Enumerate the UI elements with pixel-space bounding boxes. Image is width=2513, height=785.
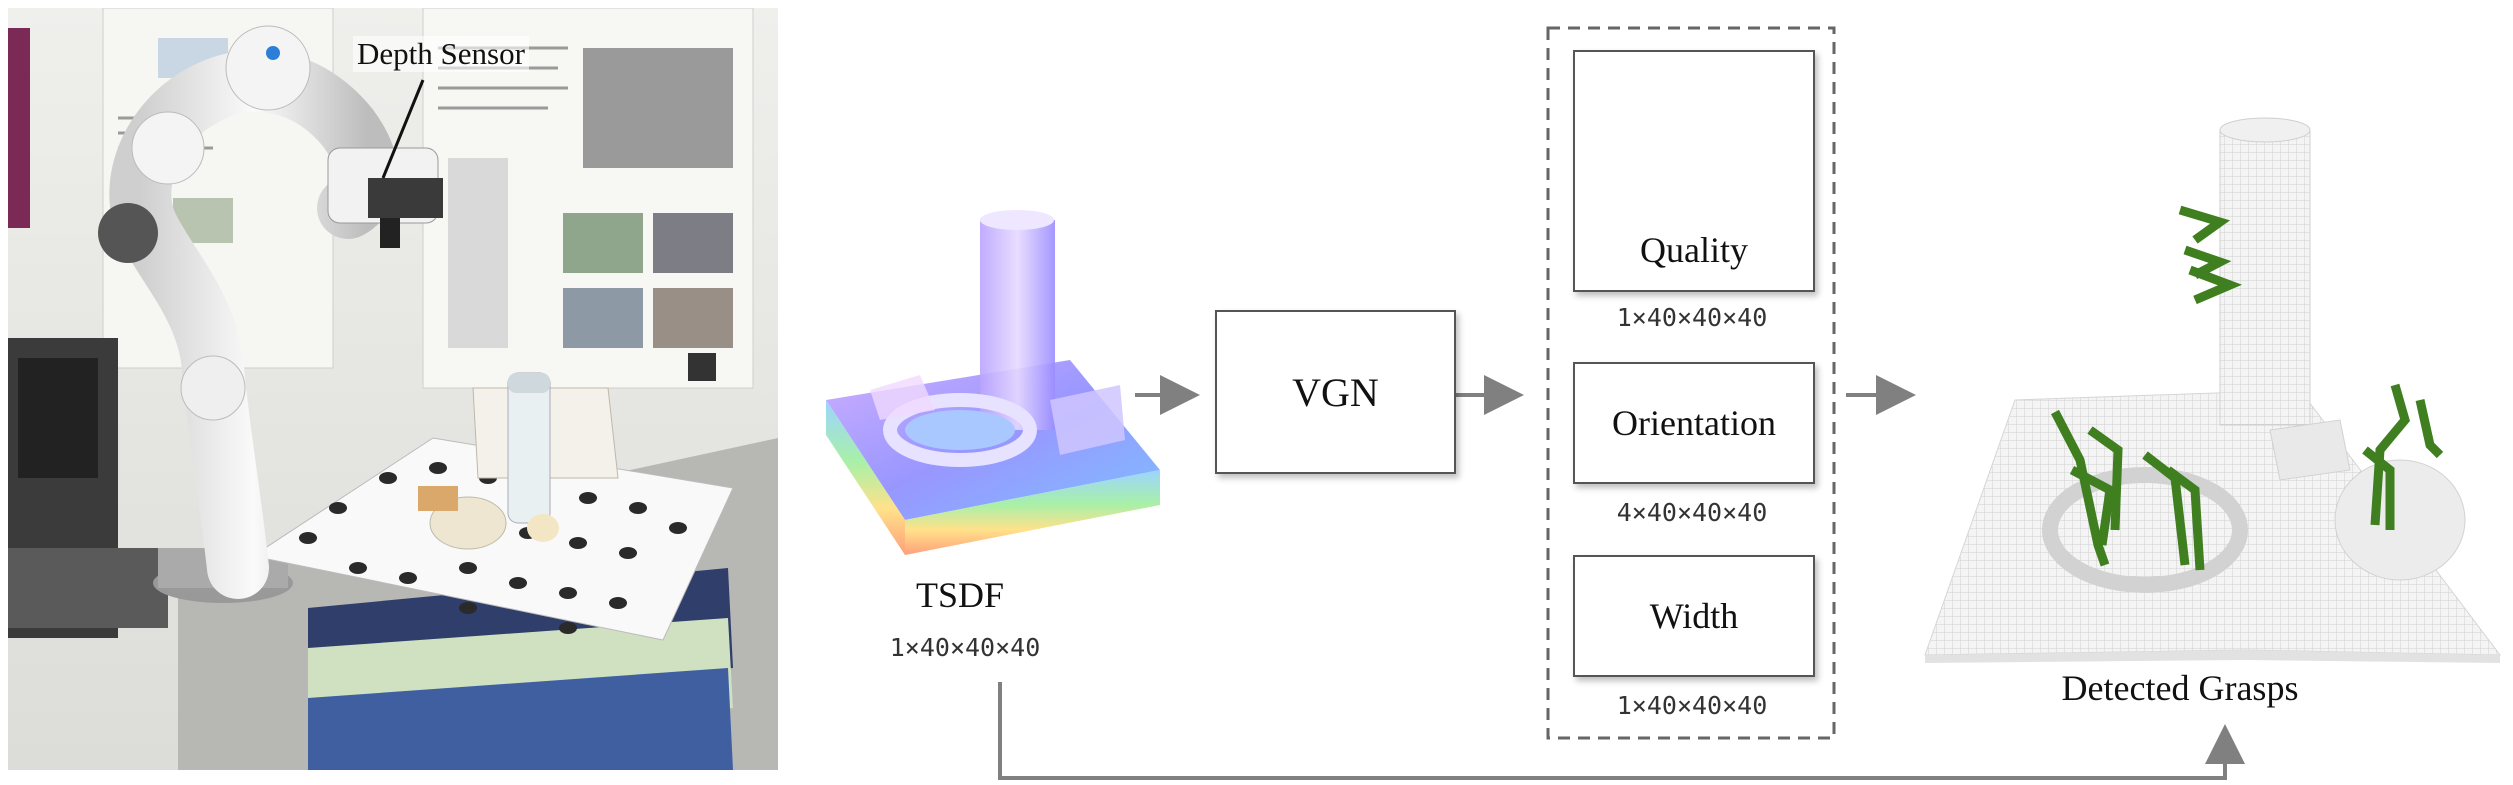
output-heads-container bbox=[1546, 26, 1836, 740]
detected-grasps-label: Detected Grasps bbox=[2061, 668, 2299, 708]
tsdf-shape-label: 1×40×40×40 bbox=[889, 632, 1041, 662]
tsdf-label: TSDF bbox=[915, 575, 1005, 615]
grasp-poses bbox=[2051, 205, 2444, 571]
arrow-tsdf-skip-connection bbox=[998, 682, 2245, 780]
width-label: Width bbox=[1649, 596, 1739, 636]
quality-label: Quality bbox=[1640, 230, 1748, 270]
calibration-dots bbox=[299, 462, 687, 634]
vgn-network-box: VGN bbox=[1215, 310, 1456, 474]
orientation-output-box: Orientation bbox=[1573, 362, 1815, 484]
vgn-label: VGN bbox=[1292, 369, 1379, 415]
width-output-box: Width bbox=[1573, 555, 1815, 677]
detected-grasps-render bbox=[1924, 117, 2502, 663]
robot-photo-illustration bbox=[8, 8, 778, 770]
depth-sensor-label: Depth Sensor bbox=[353, 36, 529, 72]
orientation-label: Orientation bbox=[1612, 403, 1776, 443]
orientation-shape-label: 4×40×40×40 bbox=[1616, 497, 1768, 527]
robot-setup-photo: Depth Sensor bbox=[8, 8, 778, 770]
tsdf-voxel-render bbox=[826, 210, 1160, 555]
quality-shape-label: 1×40×40×40 bbox=[1616, 302, 1768, 332]
quality-output-box: Quality bbox=[1573, 50, 1815, 292]
robot-arm bbox=[98, 25, 443, 599]
sensor-pointer-line bbox=[381, 79, 425, 179]
width-shape-label: 1×40×40×40 bbox=[1616, 690, 1768, 720]
